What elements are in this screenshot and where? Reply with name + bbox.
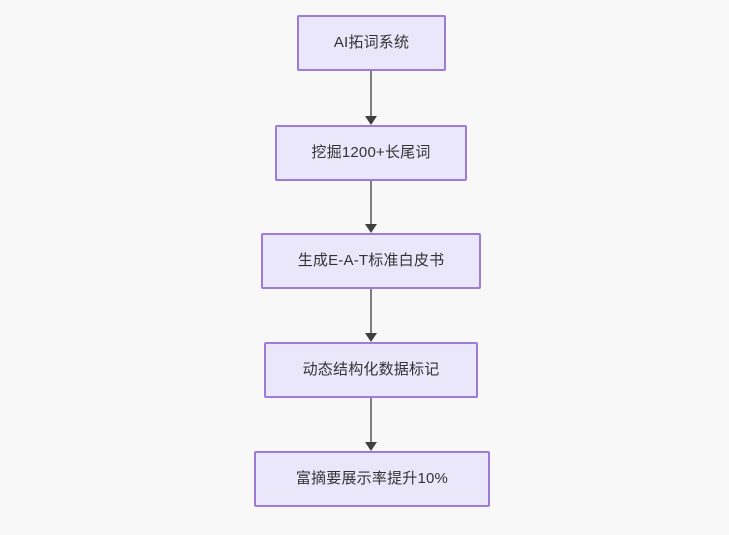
flow-connector-4-to-5 [365,398,377,451]
flow-connector-2-to-3 [365,181,377,233]
flow-node-mine-longtail-keywords[interactable]: 挖掘1200+长尾词 [275,125,467,181]
connector-line [370,398,372,442]
arrowhead-down-icon [365,224,377,233]
flow-node-label: 动态结构化数据标记 [302,361,440,378]
flow-connector-1-to-2 [365,71,377,125]
connector-line [370,289,372,333]
arrowhead-down-icon [365,116,377,125]
flow-node-rich-snippet-rate-increase[interactable]: 富摘要展示率提升10% [254,451,490,507]
flow-node-generate-eat-whitepaper[interactable]: 生成E-A-T标准白皮书 [261,233,481,289]
flow-node-label: 挖掘1200+长尾词 [311,144,431,161]
flow-node-dynamic-structured-data-markup[interactable]: 动态结构化数据标记 [264,342,478,398]
connector-line [370,71,372,116]
flow-node-label: 生成E-A-T标准白皮书 [297,252,445,269]
flow-node-ai-keyword-system[interactable]: AI拓词系统 [297,15,446,71]
arrowhead-down-icon [365,442,377,451]
flow-node-label: 富摘要展示率提升10% [295,470,449,487]
arrowhead-down-icon [365,333,377,342]
flow-connector-3-to-4 [365,289,377,342]
connector-line [370,181,372,224]
flow-node-label: AI拓词系统 [333,34,410,51]
